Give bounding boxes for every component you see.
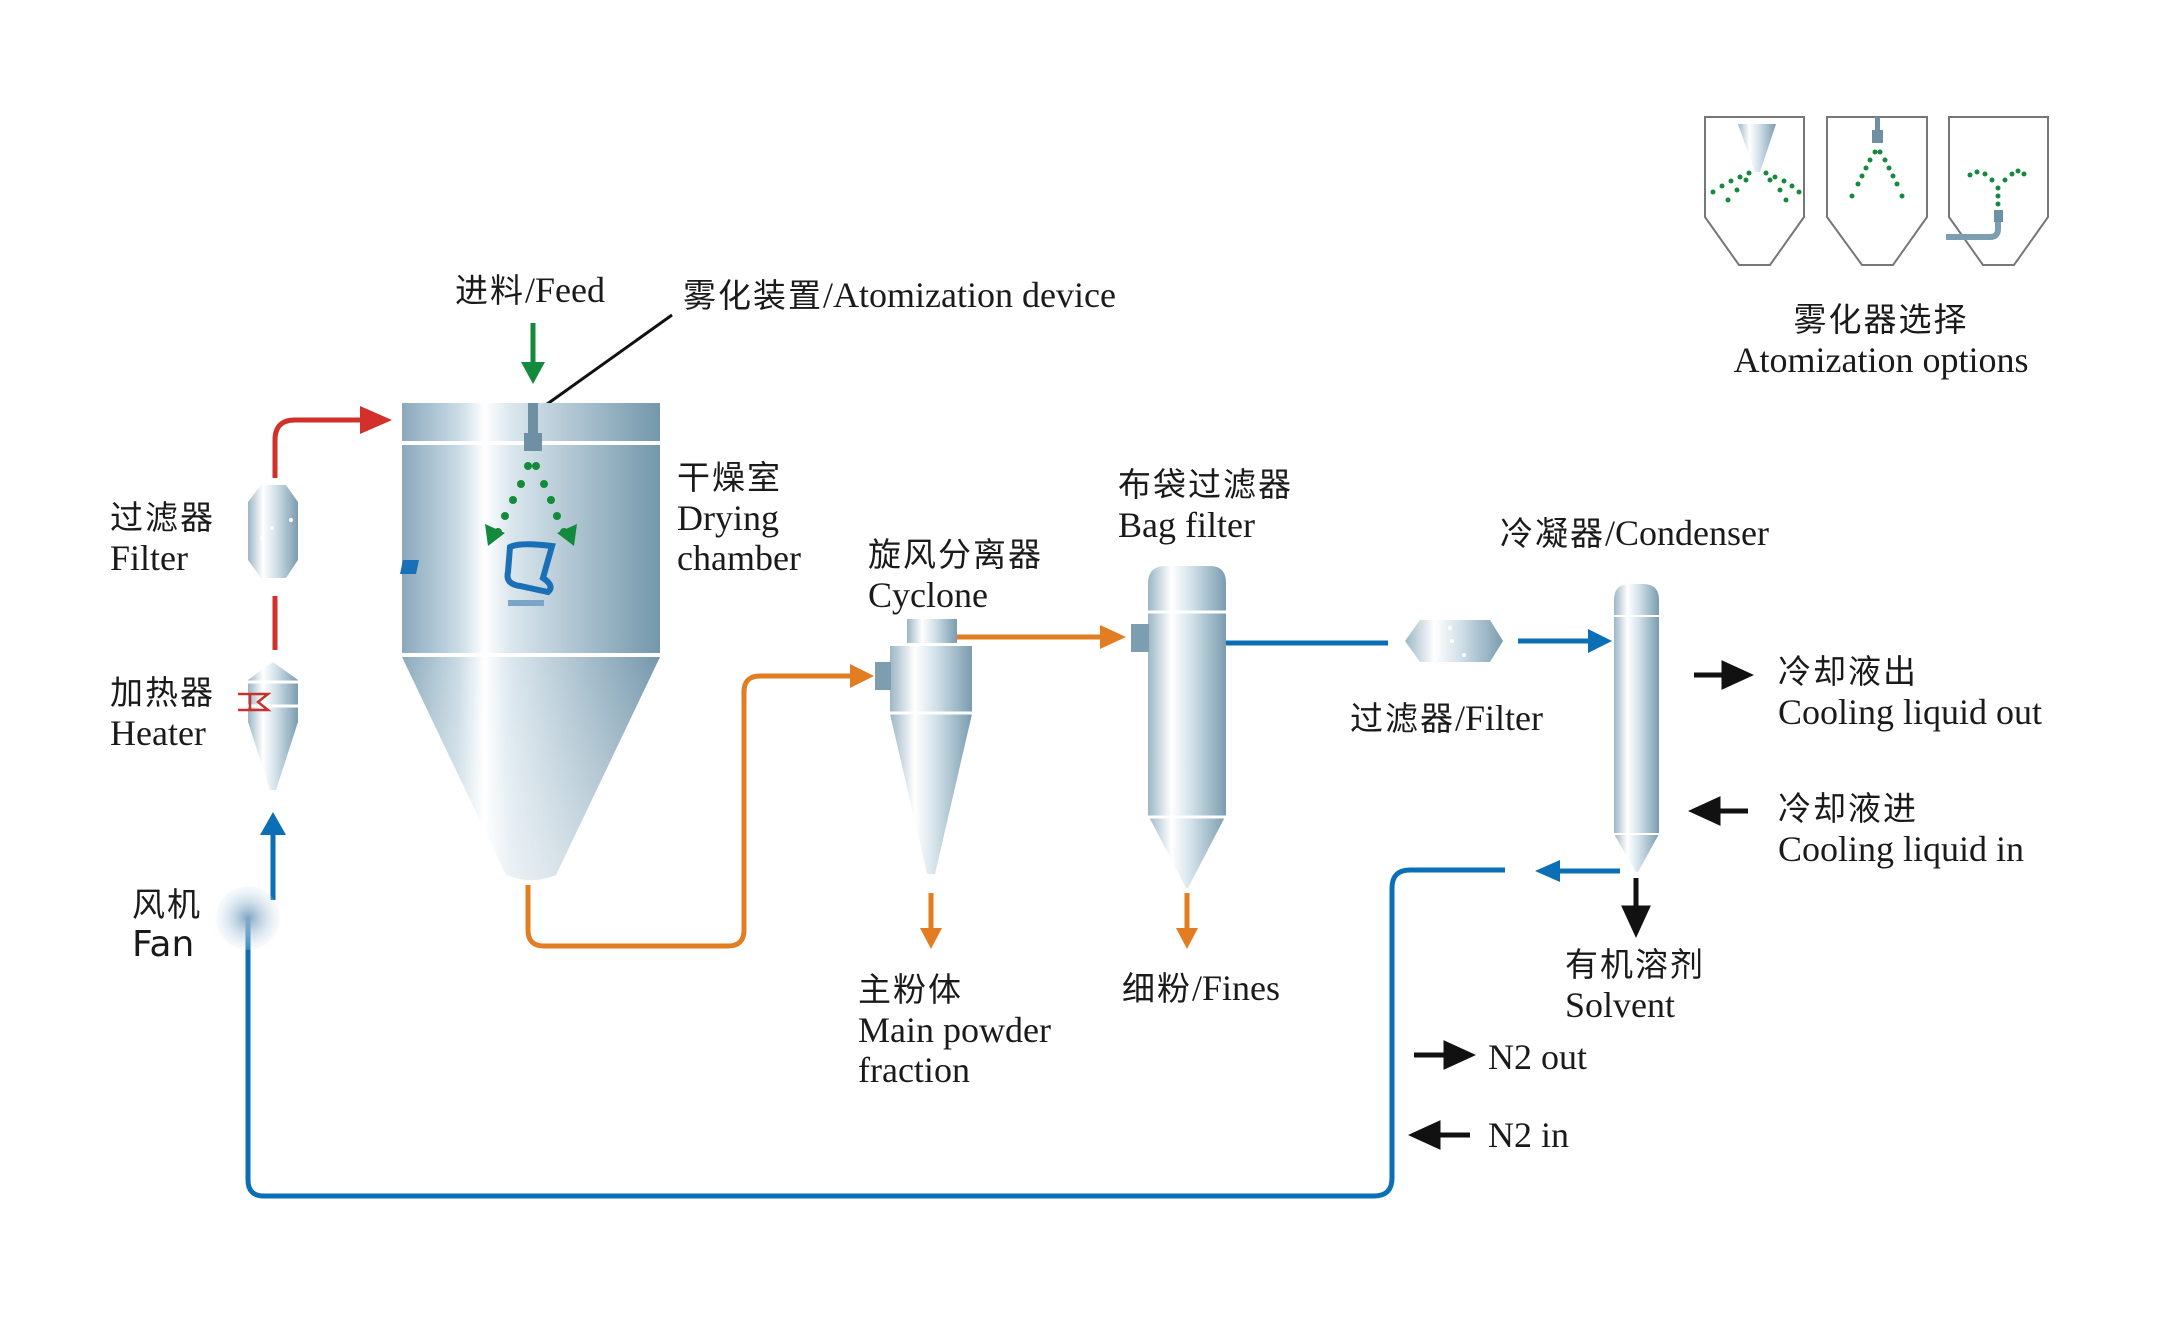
label-text: Heater (110, 713, 206, 753)
label-condenser: 冷凝器/Condenser (1500, 513, 1769, 554)
label-separator: / (525, 270, 536, 310)
feed-arrow-icon (521, 362, 545, 384)
label-text: 细粉 (1122, 969, 1192, 1008)
label-cooling-out: 冷却液出 Cooling liquid out (1778, 652, 2042, 732)
label-text: 干燥室 (677, 458, 782, 497)
label-text: Drying (677, 498, 779, 538)
label-text: Cooling liquid in (1778, 829, 2025, 869)
label-separator: / (1455, 698, 1466, 738)
hot-air-arrow-icon (360, 406, 392, 434)
label-separator: / (823, 275, 834, 315)
label-text: Filter (1465, 698, 1544, 738)
label-fines: 细粉/Fines (1122, 968, 1280, 1009)
atomizer-nozzle[interactable] (524, 403, 542, 451)
label-feed: 进料/Feed (455, 270, 605, 311)
label-atomization-device: 雾化装置/Atomization device (683, 275, 1116, 316)
heater[interactable] (238, 662, 298, 790)
label-text: 雾化器选择 (1793, 300, 1969, 339)
label-text: Condenser (1615, 513, 1769, 553)
label-text: Main powder (858, 1010, 1051, 1050)
condenser-outlet-arrow-icon (1535, 860, 1560, 882)
bag-filter[interactable] (1131, 566, 1226, 888)
label-filter-left: 过滤器 Filter (110, 498, 215, 578)
label-text: Atomization device (833, 275, 1116, 315)
chamber-to-cyclone-pipe (525, 673, 850, 949)
label-main-powder: 主粉体 Main powder fraction (858, 970, 1051, 1090)
condenser-inlet-arrow-icon (1588, 629, 1612, 653)
label-text: Bag filter (1118, 505, 1255, 545)
label-text: Cyclone (868, 575, 988, 615)
company-logo (399, 541, 556, 606)
hot-air-pipe (272, 417, 360, 478)
label-text: 旋风分离器 (868, 535, 1043, 574)
label-atomization-options: 雾化器选择 Atomization options (1716, 300, 2046, 380)
n2-out-arrow-icon (1414, 1040, 1477, 1070)
label-text: 有机溶剂 (1565, 945, 1705, 984)
label-text: 过滤器 (1350, 699, 1455, 738)
label-text: 冷却液进 (1778, 789, 1918, 828)
label-text: 布袋过滤器 (1118, 465, 1293, 504)
main-powder-arrow-icon (920, 928, 942, 949)
atomization-option-pressure-nozzle[interactable] (1826, 116, 1928, 266)
fan-up-arrow-icon (260, 812, 286, 835)
label-n2-out: N2 out (1488, 1037, 1587, 1077)
label-text: 风机 (132, 885, 202, 924)
label-separator: / (1605, 513, 1616, 553)
label-text: Filter (110, 538, 188, 578)
label-text: Solvent (1565, 985, 1676, 1025)
label-text: fraction (858, 1050, 970, 1090)
filter-right[interactable] (1405, 620, 1503, 662)
label-text: Fines (1202, 968, 1281, 1008)
label-text: 冷却液出 (1778, 652, 1918, 691)
label-filter-right: 过滤器/Filter (1350, 698, 1543, 739)
label-text: Feed (535, 270, 605, 310)
cyclone[interactable] (875, 619, 972, 874)
label-text: 冷凝器 (1500, 514, 1605, 553)
cooling-out-arrow-icon (1694, 660, 1755, 690)
label-cyclone: 旋风分离器 Cyclone (868, 535, 1043, 615)
n2-in-arrow-icon (1407, 1120, 1470, 1150)
solvent-arrow-icon (1621, 878, 1651, 939)
label-heater: 加热器 Heater (110, 673, 215, 753)
atomization-leader-line (542, 313, 673, 409)
filter-left[interactable] (248, 485, 298, 578)
label-solvent: 有机溶剂 Solvent (1565, 945, 1705, 1025)
heating-coil-icon (238, 692, 272, 712)
label-text: Atomization options (1733, 340, 2029, 380)
nitrogen-return-pipe (245, 867, 1505, 1199)
cyclone-inlet-arrow-icon (850, 664, 874, 688)
label-text: Fan (132, 924, 195, 965)
label-text: 雾化装置 (683, 276, 823, 315)
label-cooling-in: 冷却液进 Cooling liquid in (1778, 789, 2024, 869)
label-text: 主粉体 (858, 970, 963, 1009)
label-bag-filter: 布袋过滤器 Bag filter (1118, 465, 1293, 545)
label-text: chamber (677, 538, 801, 578)
label-n2-in: N2 in (1488, 1115, 1569, 1155)
label-text: 过滤器 (110, 498, 215, 537)
condenser[interactable] (1614, 584, 1659, 872)
label-text: Cooling liquid out (1778, 692, 2043, 732)
bag-inlet-arrow-icon (1100, 625, 1126, 649)
label-text: 加热器 (110, 673, 215, 712)
label-text: 进料 (455, 271, 525, 310)
atomization-option-rotary-disc[interactable] (1704, 116, 1805, 266)
cooling-in-arrow-icon (1687, 796, 1748, 826)
atomization-option-two-fluid-nozzle[interactable] (1946, 116, 2049, 266)
spray-droplets (485, 462, 577, 546)
fines-arrow-icon (1176, 928, 1198, 949)
label-separator: / (1192, 968, 1203, 1008)
label-drying-chamber: 干燥室 Drying chamber (677, 458, 801, 578)
drying-chamber[interactable] (402, 403, 660, 880)
label-fan: 风机 Fan (132, 885, 202, 965)
fan[interactable] (216, 886, 280, 950)
